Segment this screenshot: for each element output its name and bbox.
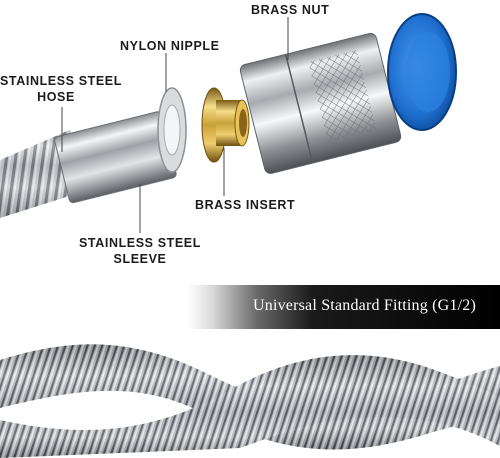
- callout-stainless-steel-sleeve: STAINLESS STEEL SLEEVE: [78, 235, 202, 267]
- callout-hose-line1: STAINLESS STEEL: [0, 74, 122, 88]
- callout-sleeve-line2: SLEEVE: [113, 252, 167, 266]
- braided-hose-pair: [0, 344, 500, 458]
- leader-lines: [61, 17, 289, 233]
- fitting-banner-text: Universal Standard Fitting (G1/2): [253, 297, 477, 314]
- nylon-nipple: [157, 87, 187, 173]
- callout-hose-line2: HOSE: [37, 90, 75, 104]
- blue-cap: [387, 13, 457, 131]
- fitting-banner: [188, 285, 500, 329]
- callout-sleeve-line1: STAINLESS STEEL: [79, 236, 201, 250]
- brass-nut: [239, 32, 402, 174]
- callout-stainless-steel-hose: STAINLESS STEEL HOSE: [0, 73, 122, 105]
- callout-brass-insert: BRASS INSERT: [195, 198, 296, 212]
- callout-nylon-nipple: NYLON NIPPLE: [120, 39, 220, 53]
- callout-brass-nut: BRASS NUT: [251, 3, 330, 17]
- brass-insert: [201, 87, 250, 163]
